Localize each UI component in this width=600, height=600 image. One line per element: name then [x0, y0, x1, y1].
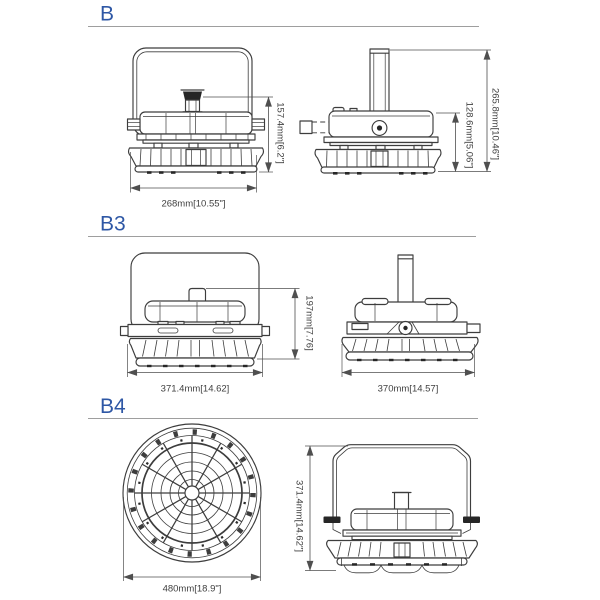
b3-front-view-drawing	[119, 252, 271, 368]
b-side-view-drawing	[299, 48, 442, 175]
section-b3: B3	[88, 213, 481, 395]
section-b4: B4	[88, 395, 480, 595]
section-b-label: B	[100, 3, 114, 26]
b3-side-width-dim: 370mm[14.57]	[341, 344, 475, 395]
b-front-height-label: 157.4mm[6.2"]	[275, 102, 286, 163]
b4-side-height-label: 371.4mm[14.62"]	[294, 480, 305, 552]
b-side-total-height-label: 265.8mm[10.46"]	[490, 88, 501, 160]
section-b3-label: B3	[100, 213, 126, 236]
b-side-total-height-dim: 265.8mm[10.46"]	[390, 49, 501, 172]
b3-side-width-label: 370mm[14.57]	[378, 384, 439, 395]
b-front-width-label: 268mm[10.55"]	[161, 199, 225, 210]
b-front-view-drawing	[126, 47, 266, 174]
b4-diameter-label: 480mm[18.9"]	[163, 584, 222, 595]
b-side-body-height-label: 128.6mm[5.06"]	[464, 102, 475, 169]
b4-diameter-dim: 480mm[18.9"]	[123, 497, 261, 595]
b3-front-height-dim: 197mm[7.76]	[206, 288, 315, 360]
b3-front-width-dim: 371.4mm[14.62]	[127, 344, 263, 395]
b4-top-view-drawing	[122, 423, 262, 563]
b4-side-height-dim: 371.4mm[14.62"]	[294, 445, 348, 571]
b4-side-view-drawing	[323, 444, 480, 574]
b3-front-height-label: 197mm[7.76]	[304, 295, 315, 350]
b-front-width-dim: 268mm[10.55"]	[130, 152, 257, 210]
section-b: B	[88, 3, 501, 210]
b-front-height-dim: 157.4mm[6.2"]	[203, 96, 286, 173]
b-side-body-height-dim: 128.6mm[5.06"]	[436, 102, 475, 172]
section-b4-label: B4	[100, 395, 126, 418]
b3-side-view-drawing	[341, 254, 481, 362]
b3-front-width-label: 371.4mm[14.62]	[161, 384, 230, 395]
